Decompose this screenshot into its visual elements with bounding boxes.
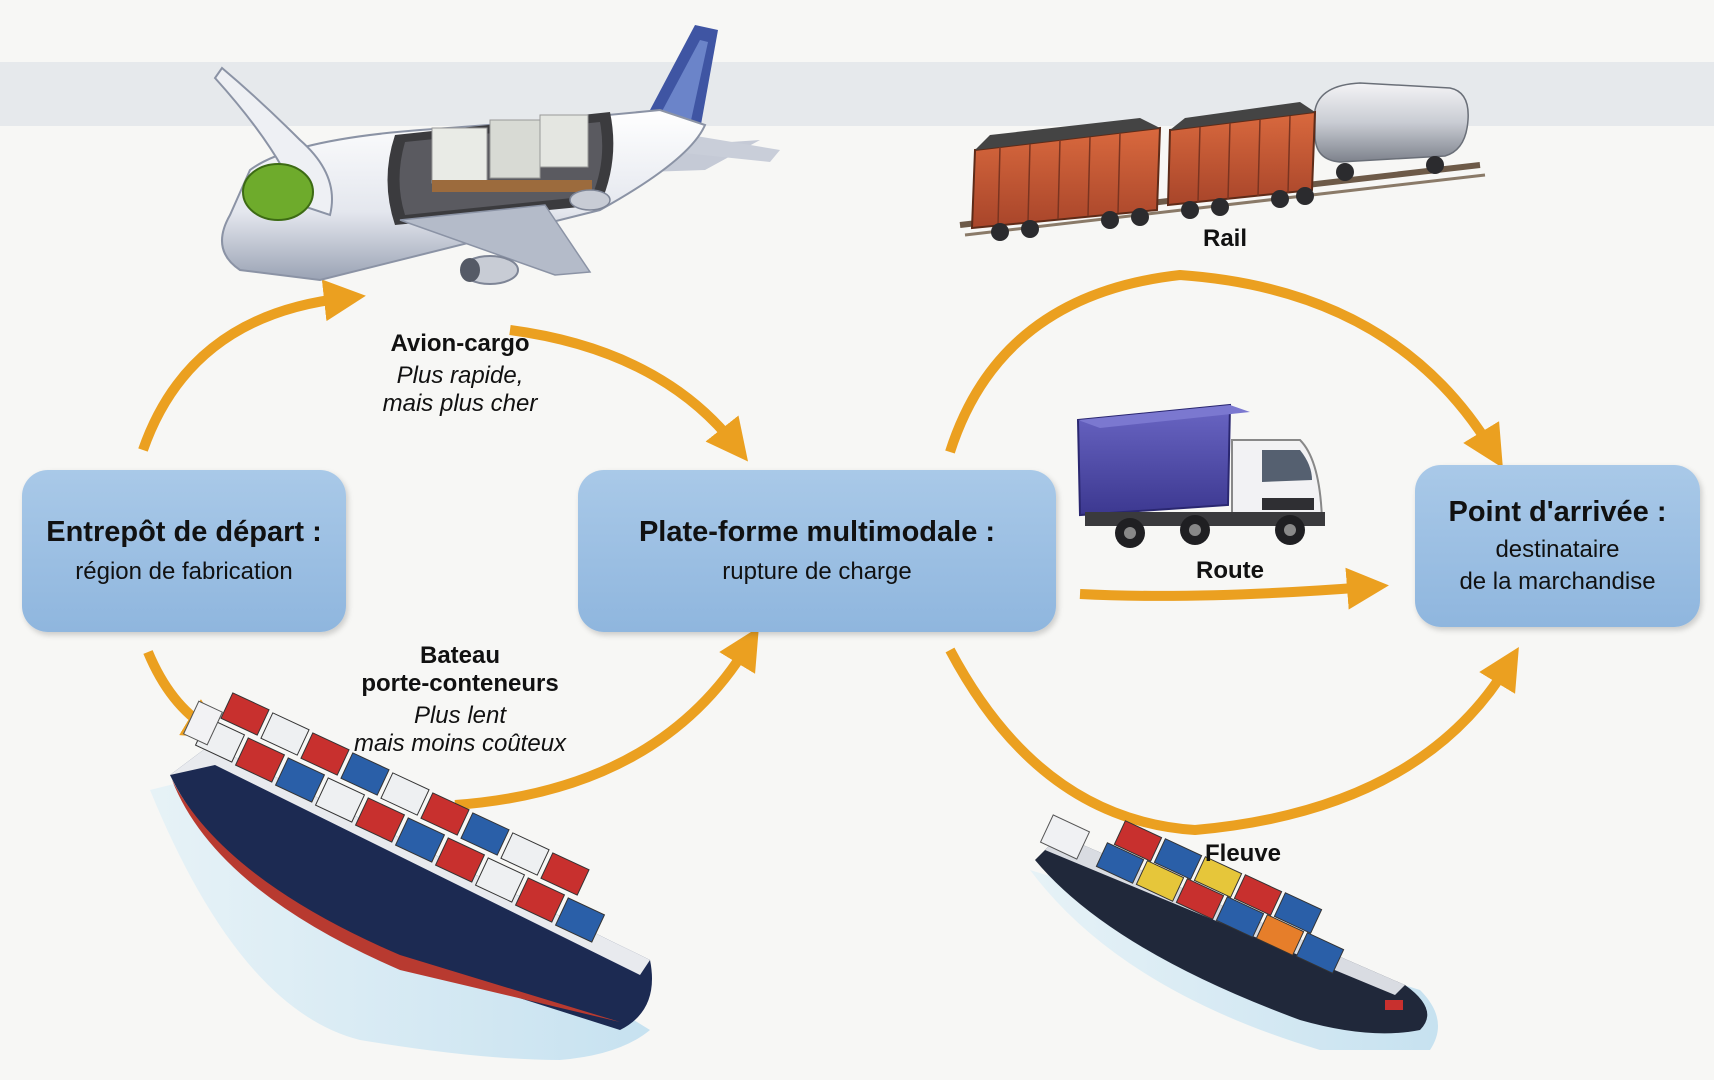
ship-containers bbox=[194, 692, 606, 943]
cargo-plane-icon bbox=[213, 25, 780, 285]
arrow-depart-to-air bbox=[138, 279, 366, 452]
arrows bbox=[138, 269, 1519, 836]
label-river: Fleuve bbox=[1188, 840, 1298, 868]
node-platform: Plate-forme multimodale : rupture de cha… bbox=[578, 470, 1056, 632]
node-depart-subtitle: région de fabrication bbox=[75, 558, 293, 585]
node-arrival: Point d'arrivée : destinataire de la mar… bbox=[1415, 465, 1700, 627]
label-river-title: Fleuve bbox=[1204, 840, 1282, 867]
label-sea: Bateau porte-conteneurs Plus lent mais m… bbox=[345, 642, 575, 758]
label-rail-title: Rail bbox=[1202, 225, 1247, 252]
label-air-title: Avion-cargo bbox=[390, 330, 530, 357]
node-arrival-subtitle-line1: destinataire bbox=[1495, 536, 1620, 563]
node-depart-title: Entrepôt de départ : bbox=[46, 516, 322, 548]
node-depart: Entrepôt de départ : région de fabricati… bbox=[22, 470, 346, 632]
label-sea-note-line2: mais moins coûteux bbox=[353, 730, 567, 757]
label-road-title: Route bbox=[1196, 557, 1264, 584]
node-arrival-title: Point d'arrivée : bbox=[1448, 496, 1667, 528]
arrow-river bbox=[945, 647, 1519, 836]
node-platform-title: Plate-forme multimodale : bbox=[638, 516, 996, 548]
arrow-rail bbox=[945, 269, 1503, 468]
arrow-air-to-platform bbox=[509, 325, 749, 462]
label-road: Route bbox=[1180, 557, 1280, 585]
label-air-note-line1: Plus rapide, bbox=[396, 362, 524, 389]
river-barge-icon bbox=[1030, 814, 1438, 1050]
label-air: Avion-cargo Plus rapide, mais plus cher bbox=[360, 330, 560, 418]
label-sea-title-line1: Bateau bbox=[419, 642, 501, 669]
container-ship-icon bbox=[150, 692, 652, 1060]
barge-containers bbox=[1095, 820, 1345, 974]
arrow-road bbox=[1079, 567, 1389, 610]
node-platform-subtitle: rupture de charge bbox=[722, 558, 912, 585]
label-air-note-line2: mais plus cher bbox=[382, 390, 538, 417]
arrow-sea-to-platform bbox=[454, 627, 759, 810]
freight-train-icon bbox=[959, 82, 1486, 241]
label-sea-note-line1: Plus lent bbox=[413, 702, 507, 729]
label-sea-title-line2: porte-conteneurs bbox=[361, 670, 559, 697]
node-arrival-subtitle-line2: de la marchandise bbox=[1459, 568, 1656, 595]
label-rail: Rail bbox=[1180, 225, 1270, 253]
truck-icon bbox=[1076, 403, 1325, 548]
